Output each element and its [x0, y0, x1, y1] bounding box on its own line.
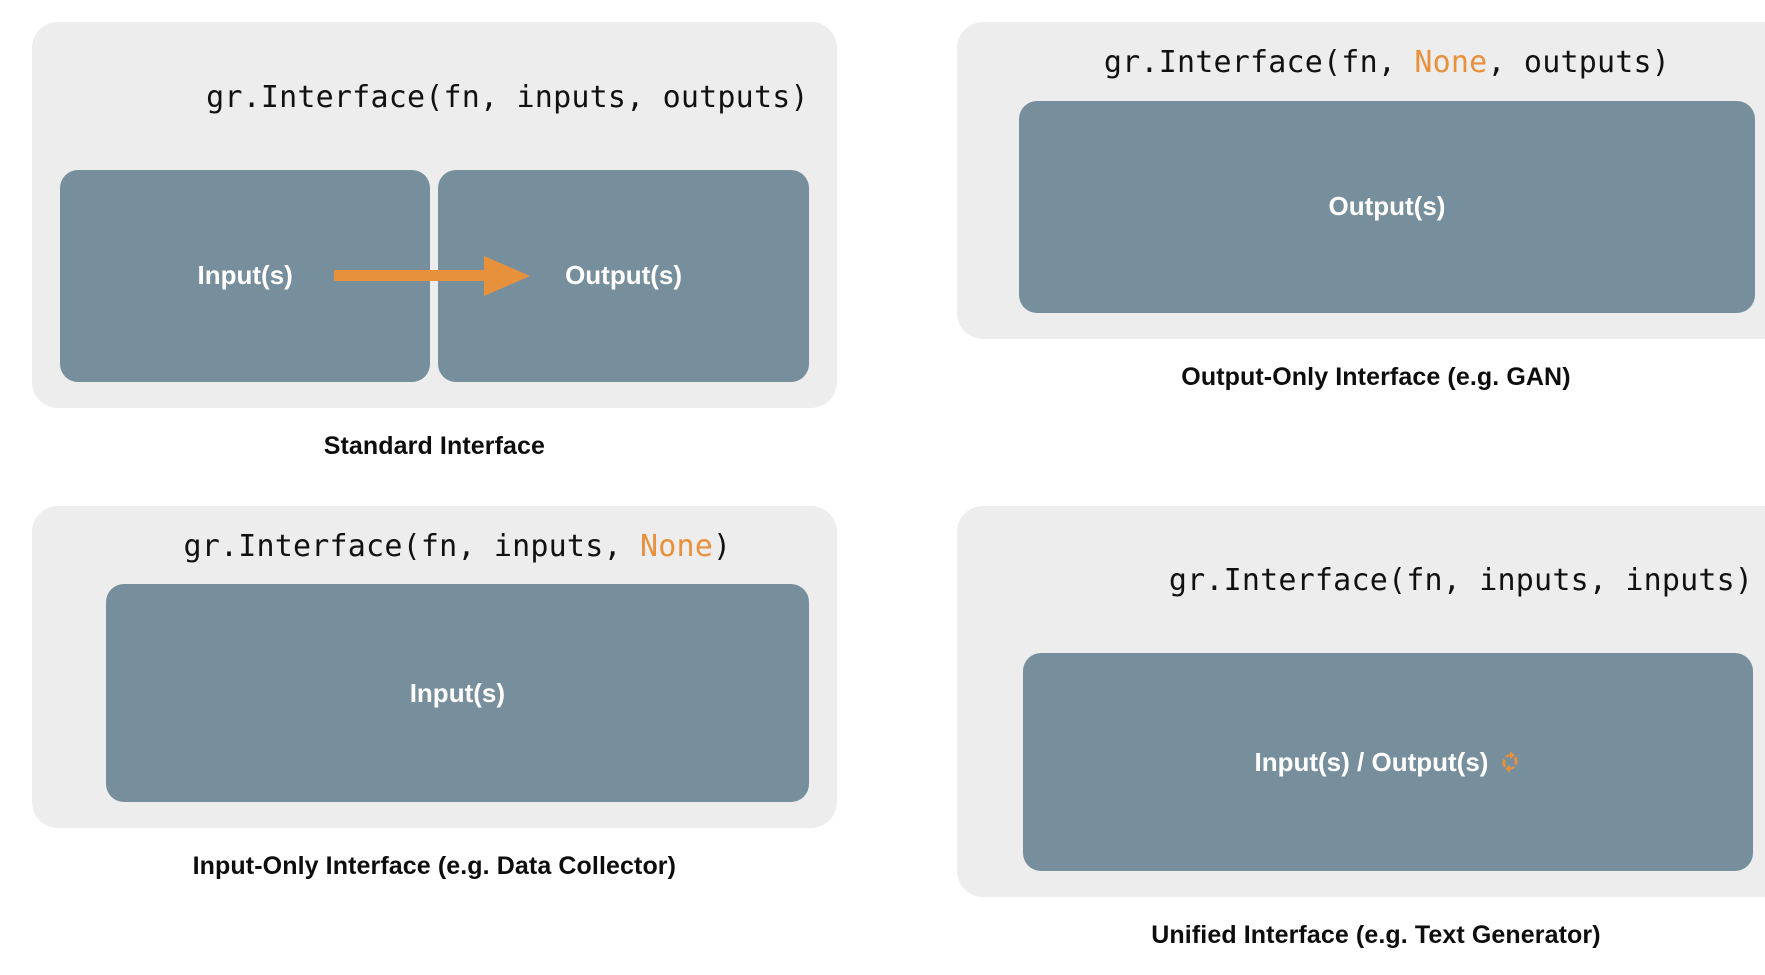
code-text-part: gr.Interface(fn, inputs,: [183, 528, 640, 564]
panel-cell-standard-interface: gr.Interface(fn, inputs, outputs) Input(…: [0, 0, 873, 482]
cycle-icon: [1499, 750, 1521, 774]
blocks-row-output-only-interface: Output(s): [1018, 100, 1756, 313]
caption-output-only-interface: Output-Only Interface (e.g. GAN): [1181, 362, 1571, 391]
panel-unified-interface: gr.Interface(fn, inputs, inputs) Input(s…: [956, 505, 1765, 897]
panel-output-only-interface: gr.Interface(fn, None, outputs) Output(s…: [956, 22, 1765, 339]
block-label-row: Input(s) / Output(s): [1255, 747, 1522, 778]
code-text-part: ): [713, 528, 732, 564]
block-outputs: Output(s): [1018, 100, 1756, 313]
block-inputs: Input(s): [60, 169, 431, 382]
blocks-row-standard-interface: Input(s) Output(s): [60, 169, 809, 382]
code-label-standard-interface: gr.Interface(fn, inputs, outputs): [60, 46, 809, 150]
code-label-input-only-interface: gr.Interface(fn, inputs, None): [183, 528, 732, 565]
blocks-row-input-only-interface: Input(s): [106, 584, 809, 802]
panel-input-only-interface: gr.Interface(fn, inputs, None) Input(s): [32, 505, 837, 828]
block-label: Output(s): [565, 260, 683, 290]
caption-input-only-interface: Input-Only Interface (e.g. Data Collecto…: [192, 852, 677, 880]
block-label: Input(s): [409, 677, 506, 708]
block-label: Input(s) / Output(s): [1254, 746, 1489, 777]
code-text: gr.Interface(fn, inputs, outputs): [206, 79, 809, 115]
blocks-row-unified-interface: Input(s) / Output(s): [1022, 653, 1754, 871]
code-text: gr.Interface(fn, inputs, inputs): [1168, 563, 1754, 598]
block-label: Output(s): [1328, 191, 1446, 221]
panel-cell-unified-interface: gr.Interface(fn, inputs, inputs) Input(s…: [921, 494, 1765, 975]
panel-cell-output-only-interface: gr.Interface(fn, None, outputs) Output(s…: [921, 0, 1765, 482]
block-inputs: Input(s): [106, 584, 809, 802]
block-outputs: Output(s): [438, 169, 809, 382]
caption-unified-interface: Unified Interface (e.g. Text Generator): [1151, 921, 1601, 949]
block-inputs-outputs: Input(s) / Output(s): [1022, 653, 1754, 871]
caption-standard-interface: Standard Interface: [323, 431, 546, 460]
panel-cell-input-only-interface: gr.Interface(fn, inputs, None) Input(s) …: [0, 494, 873, 975]
code-text-none-keyword: None: [1414, 45, 1488, 80]
code-label-output-only-interface: gr.Interface(fn, None, outputs): [1103, 45, 1671, 81]
block-label: Input(s): [197, 260, 293, 290]
code-text-part: , outputs): [1487, 45, 1671, 80]
code-label-unified-interface: gr.Interface(fn, inputs, inputs): [1023, 530, 1753, 634]
panel-standard-interface: gr.Interface(fn, inputs, outputs) Input(…: [32, 22, 837, 408]
code-text-none-keyword: None: [639, 528, 714, 564]
code-text-part: gr.Interface(fn,: [1103, 45, 1415, 80]
